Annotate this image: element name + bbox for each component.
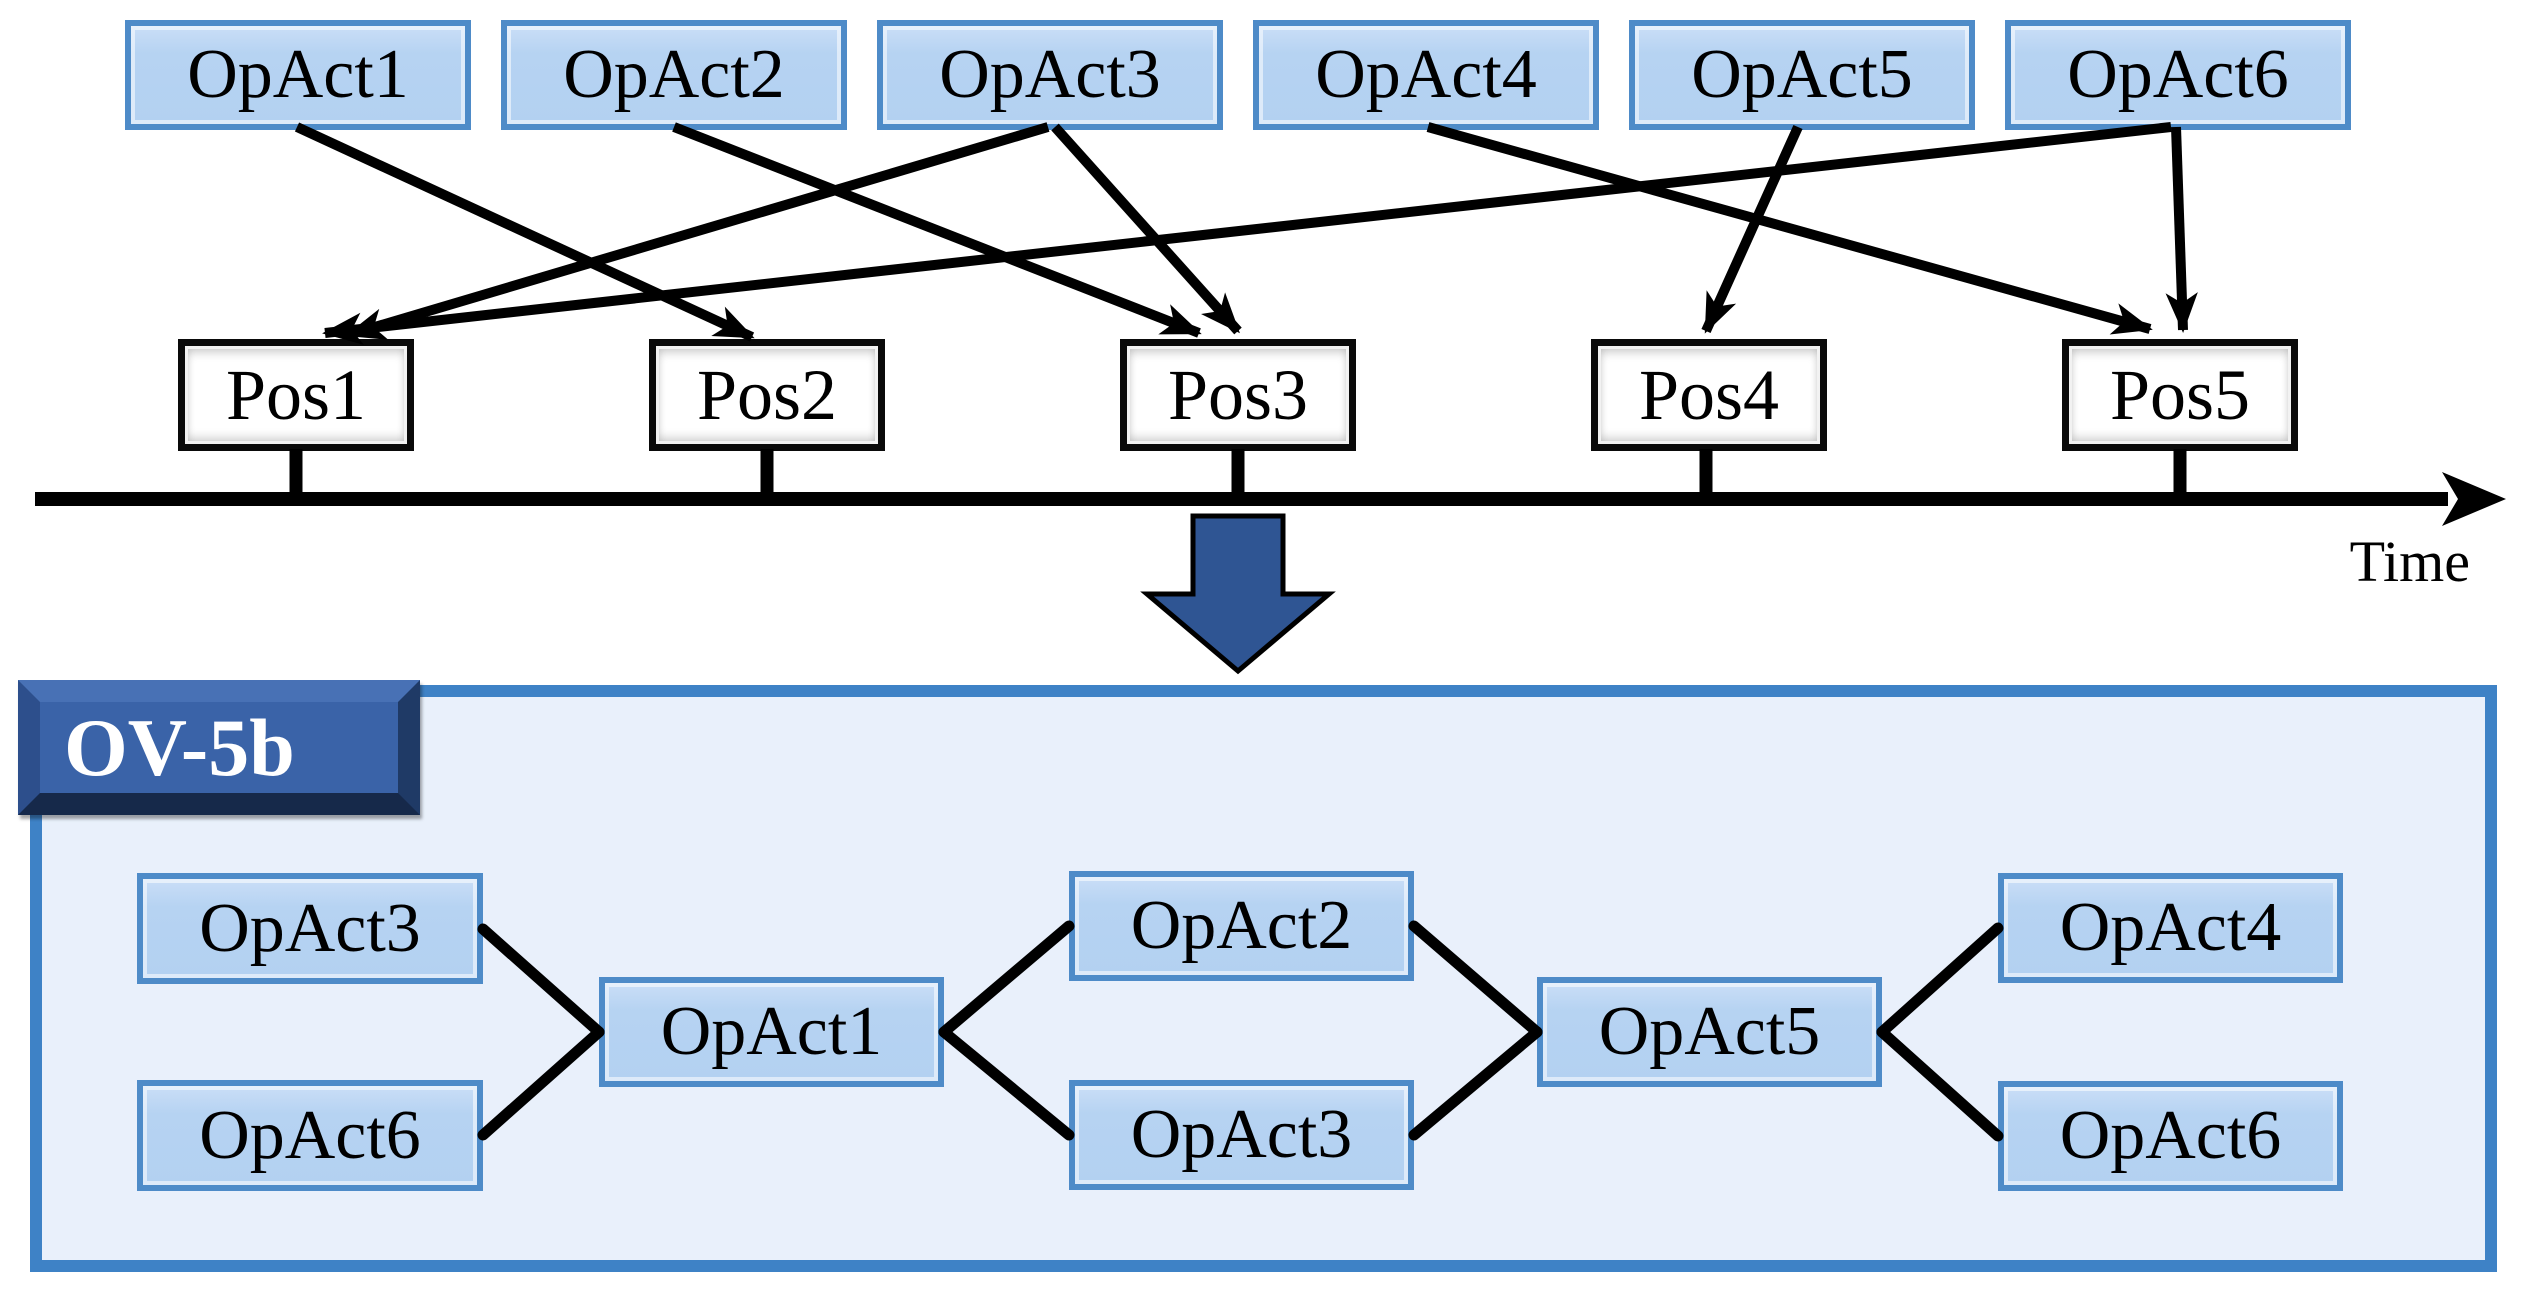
arrow-opact5-pos4 — [1701, 124, 1803, 334]
panel-node-opact3-a: OpAct3 — [137, 873, 483, 984]
panel-node-opact3-b: OpAct3 — [1069, 1080, 1414, 1190]
panel-node-opact5: OpAct5 — [1537, 977, 1882, 1087]
position-box-pos5: Pos5 — [2062, 339, 2298, 451]
activity-box-label: OpAct2 — [563, 36, 785, 113]
panel-node-label: OpAct3 — [199, 889, 421, 967]
activity-box-label: OpAct5 — [1691, 36, 1913, 113]
arrow-opact6-pos1 — [322, 122, 2172, 345]
panel-node-opact2: OpAct2 — [1069, 871, 1414, 981]
panel-node-label: OpAct3 — [1130, 1096, 1353, 1173]
panel-node-label: OpAct2 — [1130, 887, 1353, 964]
arrow-opact3-pos3 — [1051, 123, 1242, 335]
timeline-axis-arrowhead-icon — [2442, 472, 2506, 526]
activity-box-opact3: OpAct3 — [877, 20, 1223, 130]
down-arrow-icon — [1140, 513, 1336, 675]
position-box-pos1: Pos1 — [178, 339, 414, 451]
arrow-opact4-pos5 — [1426, 122, 2153, 335]
position-box-label: Pos3 — [1167, 355, 1309, 435]
activity-box-label: OpAct4 — [1315, 36, 1537, 113]
activity-box-label: OpAct1 — [187, 36, 409, 113]
panel-node-label: OpAct1 — [660, 993, 883, 1070]
position-box-label: Pos5 — [2109, 355, 2251, 435]
arrow-opact2-pos3 — [672, 122, 1202, 338]
activity-box-opact2: OpAct2 — [501, 20, 847, 130]
panel-node-opact6-a: OpAct6 — [137, 1080, 483, 1191]
ov5b-panel-title-text: OV-5b — [64, 701, 295, 793]
activity-box-opact6: OpAct6 — [2005, 20, 2351, 130]
position-box-label: Pos2 — [696, 355, 838, 435]
panel-node-label: OpAct6 — [199, 1096, 421, 1174]
panel-node-opact1: OpAct1 — [599, 977, 944, 1087]
panel-node-label: OpAct6 — [2059, 1097, 2282, 1174]
arrow-opact1-pos2 — [294, 122, 755, 342]
activity-box-opact4: OpAct4 — [1253, 20, 1599, 130]
activity-box-label: OpAct6 — [2067, 36, 2289, 113]
position-box-label: Pos1 — [225, 355, 367, 435]
position-box-pos4: Pos4 — [1591, 339, 1827, 451]
time-axis-label: Time — [2300, 532, 2470, 592]
position-box-pos2: Pos2 — [649, 339, 885, 451]
ov5b-panel-title: OV-5b — [18, 680, 420, 815]
position-box-label: Pos4 — [1638, 355, 1780, 435]
arrow-opact6-pos5 — [2165, 126, 2198, 333]
position-box-pos3: Pos3 — [1120, 339, 1356, 451]
activity-box-opact5: OpAct5 — [1629, 20, 1975, 130]
activity-box-label: OpAct3 — [939, 36, 1161, 113]
time-axis-label-text: Time — [2349, 529, 2470, 594]
activity-box-opact1: OpAct1 — [125, 20, 471, 130]
panel-node-opact6-b: OpAct6 — [1998, 1081, 2343, 1191]
panel-node-opact4: OpAct4 — [1998, 873, 2343, 983]
panel-node-label: OpAct5 — [1598, 993, 1821, 1070]
arrow-opact3-pos1 — [345, 122, 1050, 340]
panel-node-label: OpAct4 — [2059, 889, 2282, 966]
